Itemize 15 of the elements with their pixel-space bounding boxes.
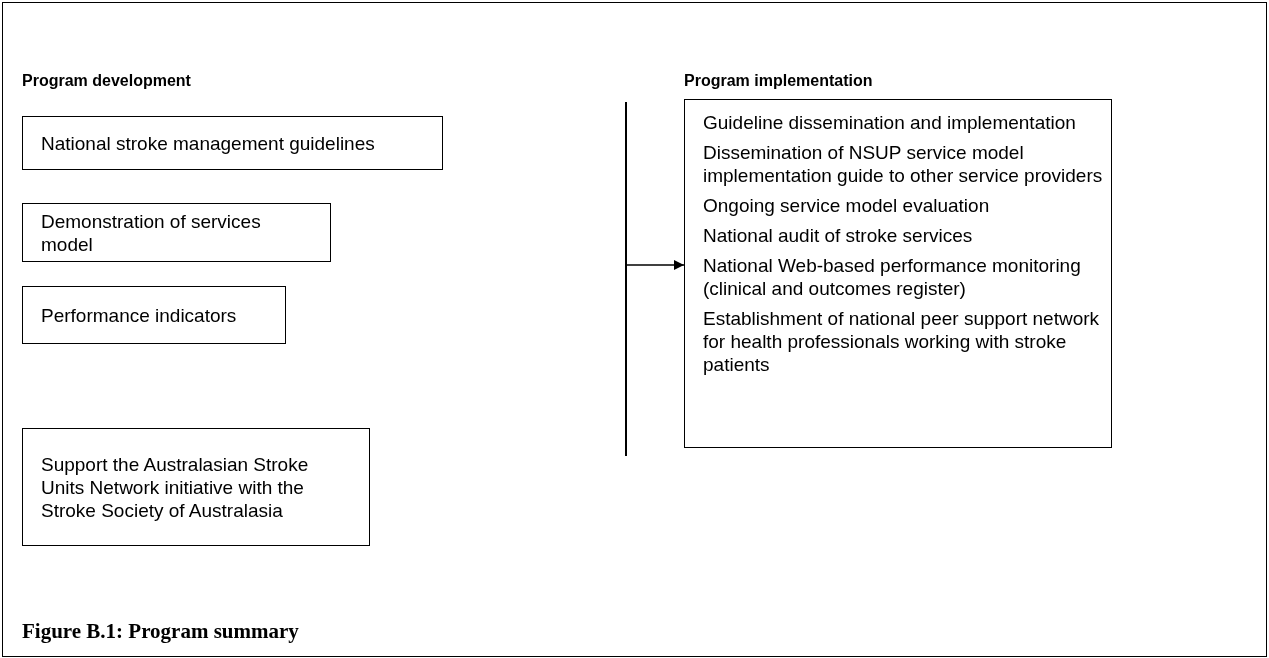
- list-box: [684, 99, 1112, 448]
- list-item-text: Dissemination of NSUP service model implementation guide to other service providers: [703, 141, 1103, 187]
- figure-caption: Figure B.1: Program summary: [22, 619, 299, 643]
- section-heading: Program development: [22, 72, 191, 90]
- list-item-text: National Web-based performance monitoring (clinical and outcomes register): [703, 254, 1082, 300]
- process-box: National stroke management guidelines: [22, 116, 443, 170]
- process-box: Demonstration of services model: [22, 203, 331, 262]
- process-box: Support the Australasian Stroke Units Network initiative with the Stroke Society of Australasia: [22, 428, 370, 546]
- list-item-text: National audit of stroke services: [703, 224, 974, 247]
- list-item-text: Guideline dissemination and implementation: [703, 111, 1077, 134]
- process-box: Performance indicators: [22, 286, 286, 344]
- list-item-text: Establishment of national peer support network for health professionals working with stroke patients: [703, 307, 1101, 376]
- vertical-bar-line: [625, 102, 627, 456]
- list-item-text: Ongoing service model evaluation: [703, 194, 991, 217]
- arrow: [626, 260, 685, 270]
